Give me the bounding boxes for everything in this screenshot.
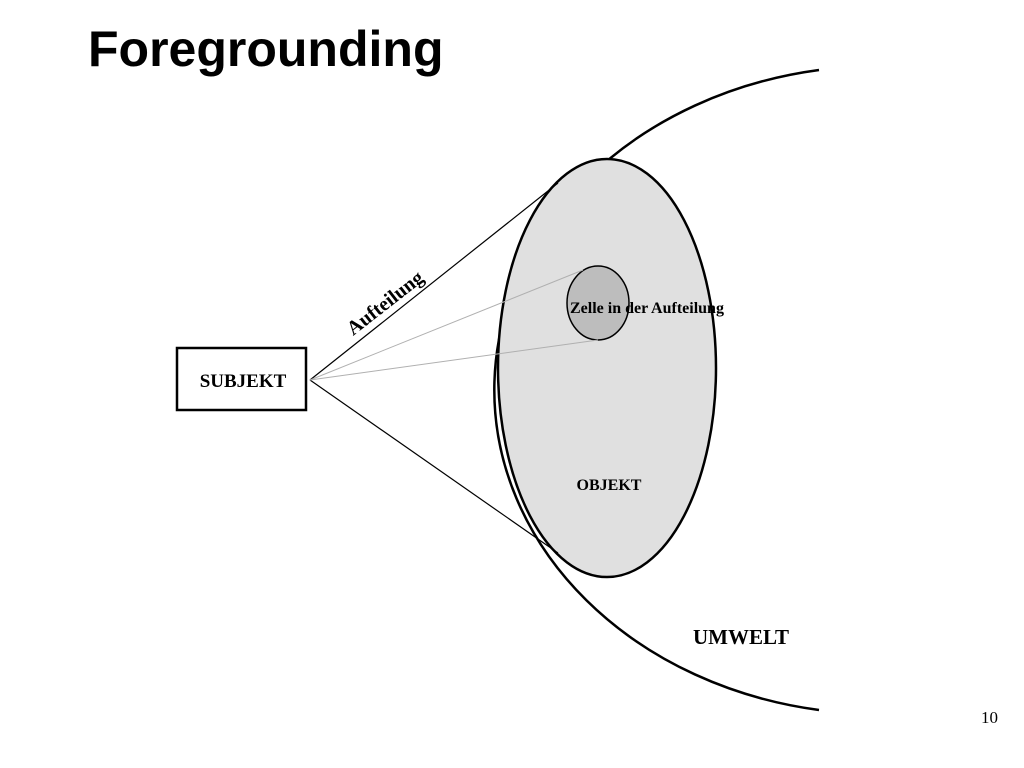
slide-title: Foregrounding [88,21,444,77]
cell-line-lower [309,339,599,381]
cell-label: Zelle in der Aufteilung [570,300,724,317]
subject-label: SUBJEKT [200,371,287,392]
cell-line-upper [309,269,584,381]
environment-arc [493,68,820,712]
page-number: 10 [981,708,998,727]
partition-label: Aufteilung [343,267,428,340]
object-label: OBJEKT [577,477,642,494]
subject-box [175,346,308,412]
cone-line-lower [309,379,559,554]
object-ellipse [496,157,718,579]
environment-label: UMWELT [693,625,789,649]
cone-line-upper [309,182,559,381]
